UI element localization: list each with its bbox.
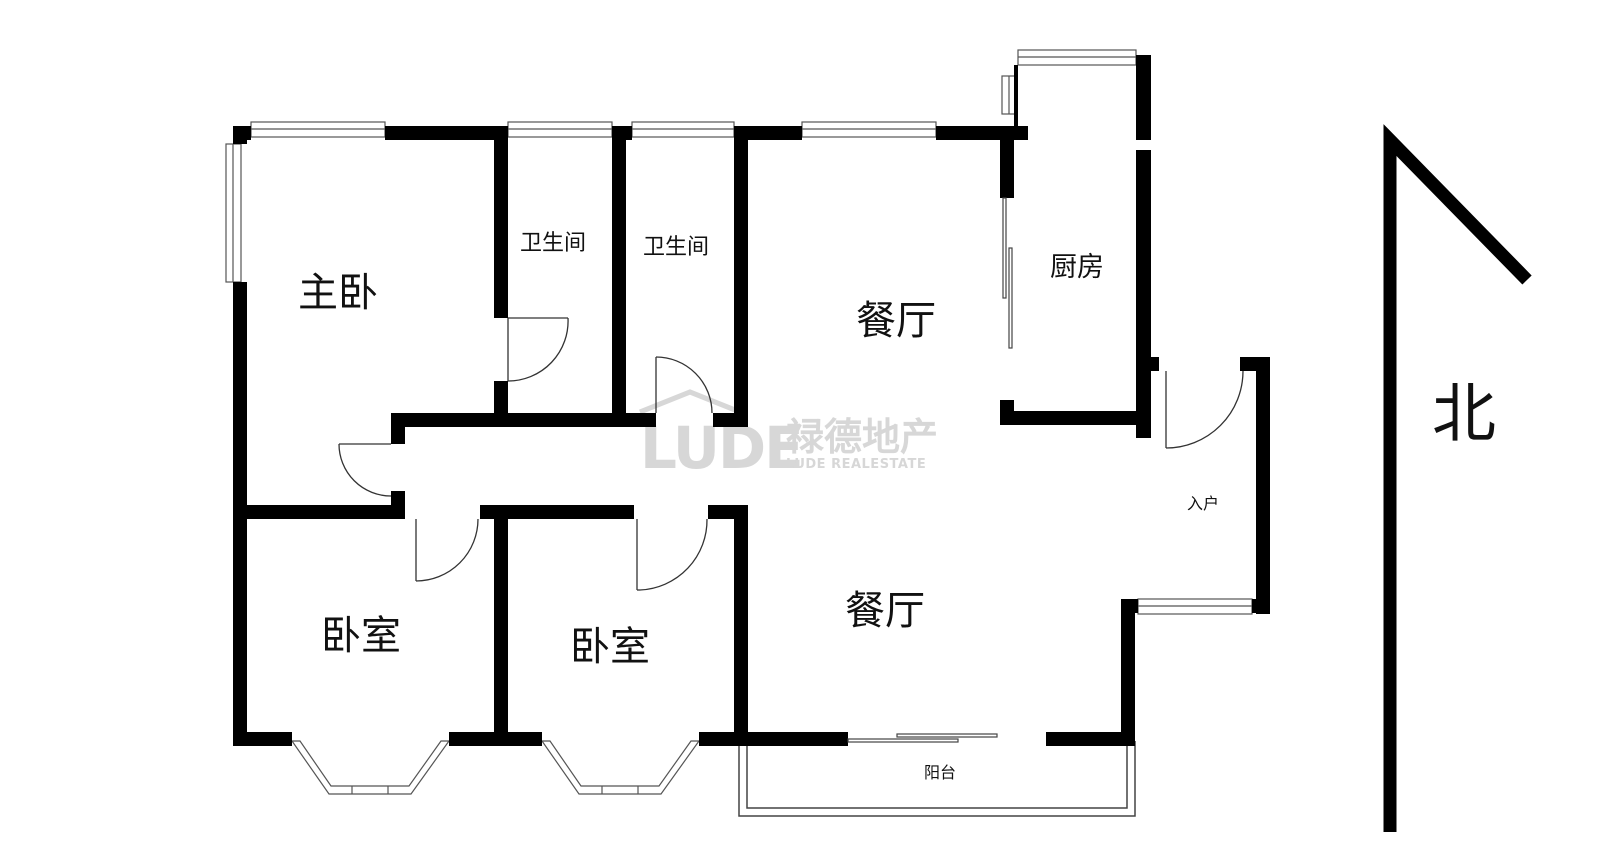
label-balcony: 阳台 bbox=[924, 763, 956, 782]
door-master bbox=[338, 443, 392, 497]
kitchen-sliding-door bbox=[1002, 197, 1007, 299]
label-entrance: 入户 bbox=[1187, 494, 1219, 513]
window-kitchen-top bbox=[1017, 49, 1137, 66]
room-labels: 主卧 卫生间 卫生间 餐厅 厨房 入户 餐厅 卧室 卧室 阳台 bbox=[298, 231, 1219, 782]
north-label: 北 bbox=[1432, 378, 1496, 452]
label-bedroom-1: 卧室 bbox=[321, 613, 401, 659]
door-bath2 bbox=[655, 356, 713, 414]
north-arrow: 北 bbox=[1383, 124, 1532, 832]
label-master-bedroom: 主卧 bbox=[298, 270, 378, 316]
door-entrance bbox=[1165, 370, 1244, 449]
label-bathroom-2: 卫生间 bbox=[643, 235, 709, 260]
north-arrow-icon bbox=[1383, 124, 1532, 832]
balcony-railing bbox=[738, 741, 1136, 817]
swing-doors bbox=[338, 317, 1244, 591]
door-bedroom-1 bbox=[415, 518, 479, 582]
walls bbox=[233, 55, 1270, 746]
door-bedroom-2 bbox=[636, 518, 708, 591]
door-bath1 bbox=[507, 317, 569, 382]
window-entrance bbox=[1137, 598, 1253, 615]
label-dining-lower: 餐厅 bbox=[845, 588, 925, 634]
window-bath1 bbox=[507, 121, 613, 138]
label-kitchen: 厨房 bbox=[1050, 252, 1104, 283]
balcony-sliding-door bbox=[847, 738, 959, 743]
window-dining bbox=[801, 121, 937, 138]
watermark-roof-icon bbox=[639, 389, 741, 415]
watermark-name-en: LUDE REALESTATE bbox=[786, 457, 926, 472]
watermark-name-cn: 禄德地产 bbox=[786, 415, 938, 459]
window-master-left bbox=[225, 143, 242, 283]
window-bath2 bbox=[631, 121, 735, 138]
sliding-doors bbox=[847, 197, 1013, 743]
watermark: LUDE 禄德地产 LUDE REALESTATE bbox=[639, 389, 938, 482]
window-master-top bbox=[250, 121, 386, 138]
label-bedroom-2: 卧室 bbox=[570, 624, 650, 670]
label-bathroom-1: 卫生间 bbox=[520, 231, 586, 256]
window-bay-1 bbox=[290, 740, 451, 795]
label-dining-upper: 餐厅 bbox=[856, 298, 936, 344]
window-bay-2 bbox=[540, 740, 701, 795]
